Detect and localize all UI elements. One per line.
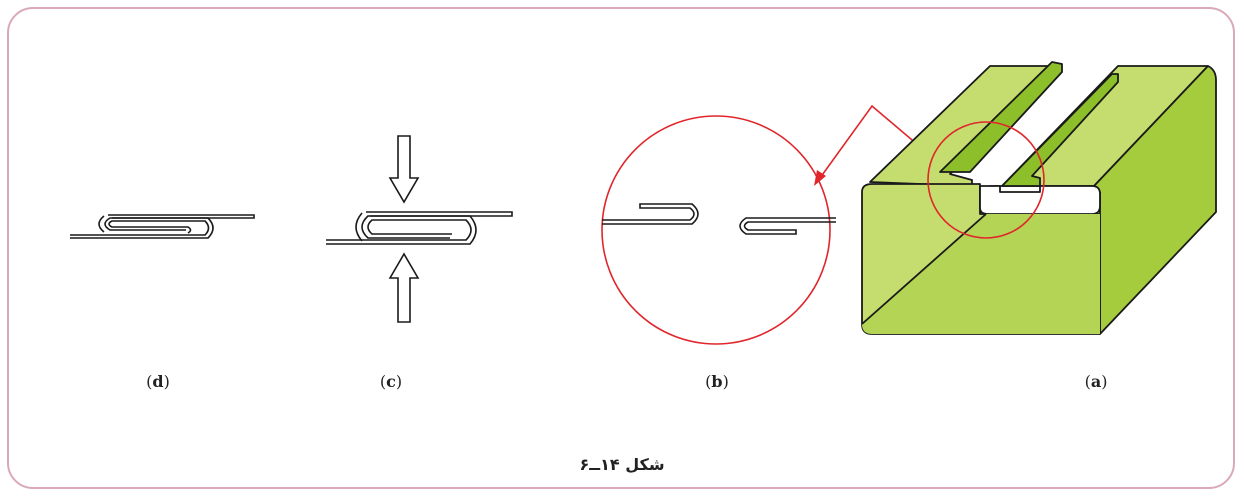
figure-frame <box>7 7 1235 489</box>
label-b: (b) <box>705 372 729 391</box>
label-d-close: ) <box>163 372 170 391</box>
label-a-letter: a <box>1090 372 1102 391</box>
press-up-arrow-icon <box>388 252 420 323</box>
seam-d-drawing <box>70 214 255 239</box>
seam-c-drawing <box>326 211 513 245</box>
press-down-arrow-icon <box>388 135 420 204</box>
label-a: (a) <box>1085 372 1108 391</box>
label-b-open: ( <box>705 372 712 391</box>
label-b-close: ) <box>722 372 729 391</box>
label-a-open: ( <box>1084 372 1091 391</box>
label-c-open: ( <box>379 372 387 391</box>
label-d: (d) <box>146 372 170 391</box>
label-d-open: ( <box>146 372 153 391</box>
detail-circle-b <box>601 115 836 345</box>
label-c: (c) <box>380 372 402 391</box>
detail-marker-circle <box>927 121 1045 239</box>
label-c-letter: c <box>386 372 396 391</box>
label-b-letter: b <box>711 372 723 391</box>
label-d-letter: d <box>152 372 164 391</box>
label-c-close: ) <box>395 372 403 391</box>
figure-caption: شکل ۱۴ــ۶ <box>579 455 665 474</box>
label-a-close: ) <box>1101 372 1108 391</box>
seam-box-drawing <box>861 61 1217 335</box>
